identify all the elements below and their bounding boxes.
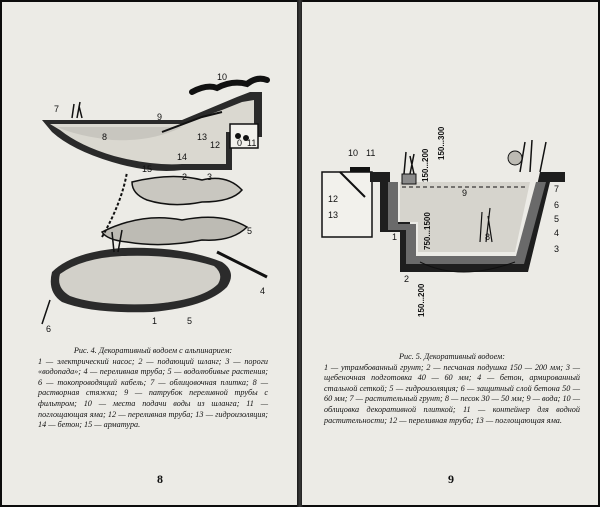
page-number-left: 8 xyxy=(157,472,163,486)
fig5-label-3: 3 xyxy=(554,244,559,254)
figure-4: 10 7 9 8 13 12 0 11 14 15 2 3 5 xyxy=(32,62,272,342)
fig5-dim-150-200-bottom: 150...200 xyxy=(417,283,426,317)
fig4-label-5b: 5 xyxy=(187,316,192,326)
fig4-label-5a: 5 xyxy=(247,226,252,236)
fig4-label-2: 2 xyxy=(182,172,187,182)
figure-5-caption-title: Рис. 5. Декоративный водоем: xyxy=(398,352,505,361)
fig4-label-15: 15 xyxy=(142,164,152,174)
figure-4-section-drawing xyxy=(42,75,270,171)
fig5-label-12: 12 xyxy=(328,194,338,204)
fig5-label-5: 5 xyxy=(554,214,559,224)
figure-4-caption: Рис. 4. Декоративный водоем с альпинарие… xyxy=(38,346,268,431)
fig5-label-8: 8 xyxy=(485,232,490,242)
fig5-label-6: 6 xyxy=(554,200,559,210)
fig5-label-7: 7 xyxy=(554,184,559,194)
fig5-dim-750-1500: 750...1500 xyxy=(423,212,432,250)
fig5-dim-150-200-top: 150...200 xyxy=(421,148,430,182)
fig4-label-1: 1 xyxy=(152,316,157,326)
fig4-label-3: 3 xyxy=(207,172,212,182)
fig5-label-4: 4 xyxy=(554,228,559,238)
fig4-label-14: 14 xyxy=(177,152,187,162)
fig4-label-0: 0 xyxy=(237,138,242,148)
figure-4-caption-title: Рис. 4. Декоративный водоем с альпинарие… xyxy=(73,346,233,355)
fig5-label-13: 13 xyxy=(328,210,338,220)
fig5-label-9: 9 xyxy=(462,188,467,198)
fig4-label-9: 9 xyxy=(157,112,162,122)
fig4-label-10: 10 xyxy=(217,72,227,82)
fig4-label-8: 8 xyxy=(102,132,107,142)
fig4-label-6: 6 xyxy=(46,324,51,334)
figure-5-section-drawing xyxy=(321,139,565,273)
figure-4-perspective-drawing xyxy=(41,171,268,325)
fig5-label-1: 1 xyxy=(392,232,397,242)
figure-4-caption-body: 1 — электрический насос; 2 — подающий шл… xyxy=(38,356,268,430)
fig4-label-7: 7 xyxy=(54,104,59,114)
right-page: 10 11 12 13 1 2 9 7 6 5 4 3 8 150...300 … xyxy=(302,2,598,505)
fig5-dim-150-300: 150...300 xyxy=(437,126,446,160)
fig5-label-11: 11 xyxy=(366,148,375,158)
fig4-label-13: 13 xyxy=(197,132,207,142)
fig4-label-12: 12 xyxy=(210,140,220,150)
book-gutter xyxy=(297,0,303,507)
left-page: 10 7 9 8 13 12 0 11 14 15 2 3 5 xyxy=(2,2,298,505)
page-number-right: 9 xyxy=(448,472,454,486)
fig5-label-2: 2 xyxy=(404,274,409,284)
fig4-label-4: 4 xyxy=(260,286,265,296)
figure-5: 10 11 12 13 1 2 9 7 6 5 4 3 8 150...300 … xyxy=(310,112,590,342)
figure-5-caption: Рис. 5. Декоративный водоем: 1 — утрамбо… xyxy=(324,352,580,426)
fig5-label-10: 10 xyxy=(348,148,358,158)
fig4-label-11: 11 xyxy=(247,138,256,148)
figure-5-caption-body: 1 — утрамбованный грунт; 2 — песчаная по… xyxy=(324,362,580,425)
